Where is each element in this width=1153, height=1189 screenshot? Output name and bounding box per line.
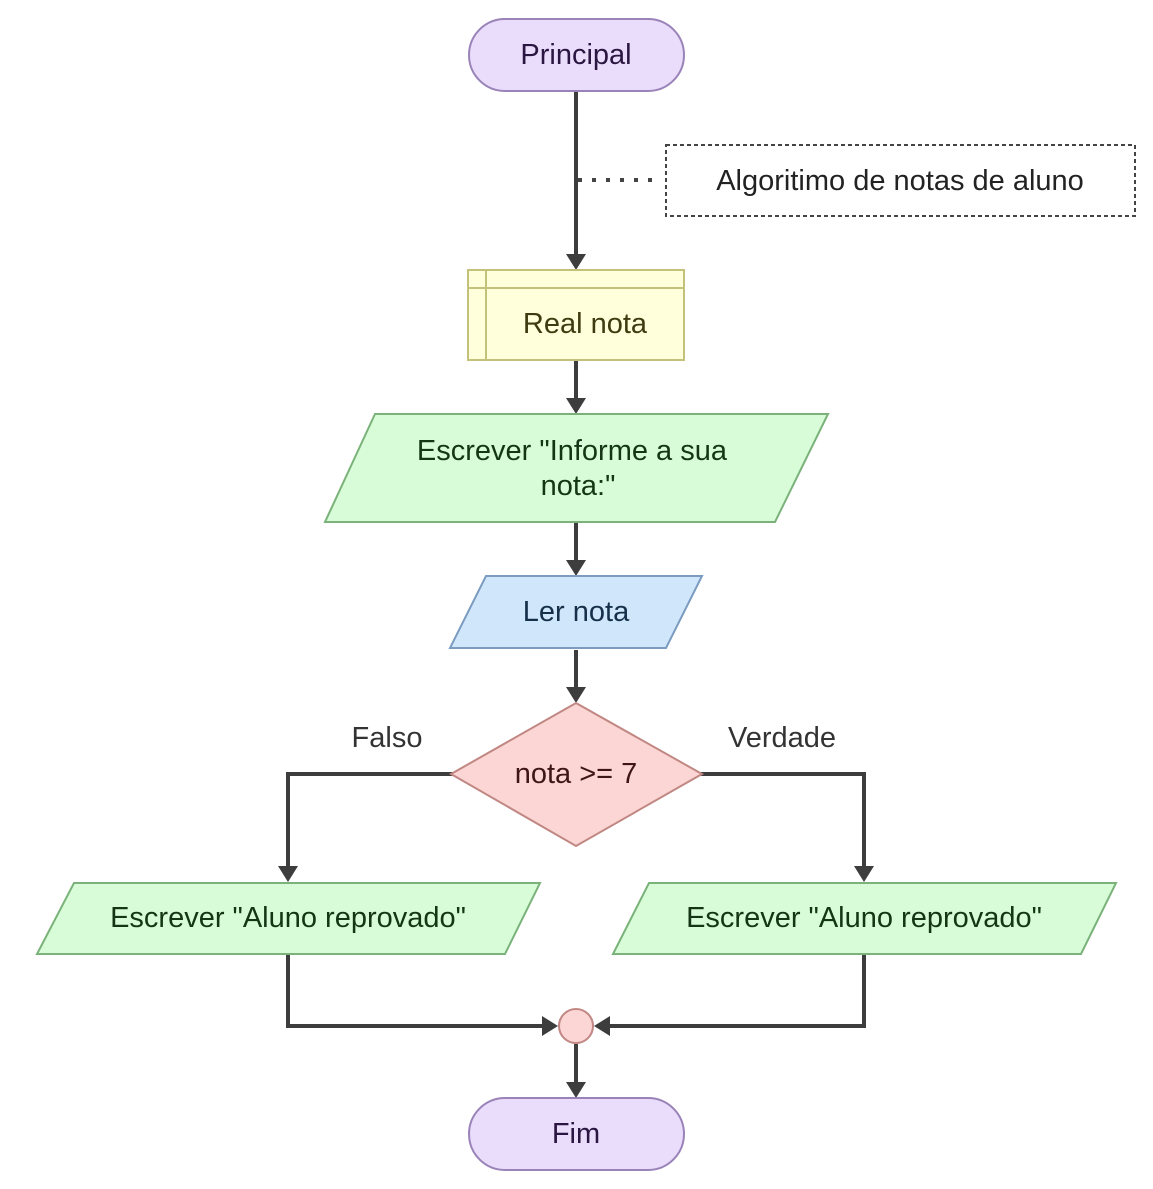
decision-block-shape	[448, 701, 705, 848]
arrowhead-merge-left	[542, 1016, 558, 1036]
edge-true-to-merge	[602, 955, 866, 1028]
edge-decision-true	[701, 772, 866, 874]
edges	[278, 92, 874, 1098]
comment-box[interactable]: Algoritimo de notas de aluno	[665, 144, 1136, 217]
merge-point[interactable]	[558, 1008, 594, 1044]
start-terminal[interactable]: Principal	[468, 18, 685, 92]
arrowhead-declare	[566, 254, 586, 270]
end-terminal-label: Fim	[552, 1118, 600, 1150]
output-prompt-label: Escrever "Informe a sua nota:"	[417, 435, 735, 502]
input-block-shape	[448, 575, 704, 649]
output-false-shape	[35, 882, 542, 955]
output-true-shape	[611, 882, 1118, 955]
edge-decision-false	[286, 772, 453, 874]
output-prompt-line-2: nota:"	[541, 470, 616, 502]
output-prompt-line-1: Escrever "Informe a sua	[417, 435, 728, 467]
arrowhead-decision	[566, 687, 586, 703]
start-terminal-label: Principal	[520, 39, 631, 71]
output-true-label: Escrever "Aluno reprovado"	[686, 902, 1042, 934]
arrowhead-output	[566, 398, 586, 414]
output-prompt-block[interactable]: Escrever "Informe a sua nota:"	[323, 413, 830, 523]
false-branch-label: Falso	[352, 722, 423, 754]
edge-false-to-merge	[286, 955, 550, 1028]
comment-box-label: Algoritimo de notas de aluno	[716, 165, 1084, 197]
comment-box-shape	[665, 144, 1136, 217]
arrowhead-merge-right	[594, 1016, 610, 1036]
decision-block-label: nota >= 7	[515, 758, 638, 790]
input-block-label: Ler nota	[523, 596, 630, 628]
arrowhead-true	[854, 866, 874, 882]
declare-block-shape	[467, 269, 685, 361]
output-true-block[interactable]: Escrever "Aluno reprovado"	[611, 882, 1118, 955]
end-terminal[interactable]: Fim	[468, 1097, 685, 1171]
arrowhead-end	[566, 1082, 586, 1098]
input-block[interactable]: Ler nota	[448, 575, 704, 649]
declare-block-label: Real nota	[523, 308, 648, 340]
arrowhead-false	[278, 866, 298, 882]
output-false-block[interactable]: Escrever "Aluno reprovado"	[35, 882, 542, 955]
start-terminal-shape	[468, 18, 685, 92]
output-prompt-shape	[323, 413, 830, 523]
true-branch-label: Verdade	[728, 722, 836, 754]
end-terminal-shape	[468, 1097, 685, 1171]
declare-block[interactable]: Real nota	[467, 269, 685, 361]
output-false-label: Escrever "Aluno reprovado"	[110, 902, 466, 934]
arrowhead-input	[566, 560, 586, 576]
decision-block[interactable]: nota >= 7	[448, 701, 705, 848]
